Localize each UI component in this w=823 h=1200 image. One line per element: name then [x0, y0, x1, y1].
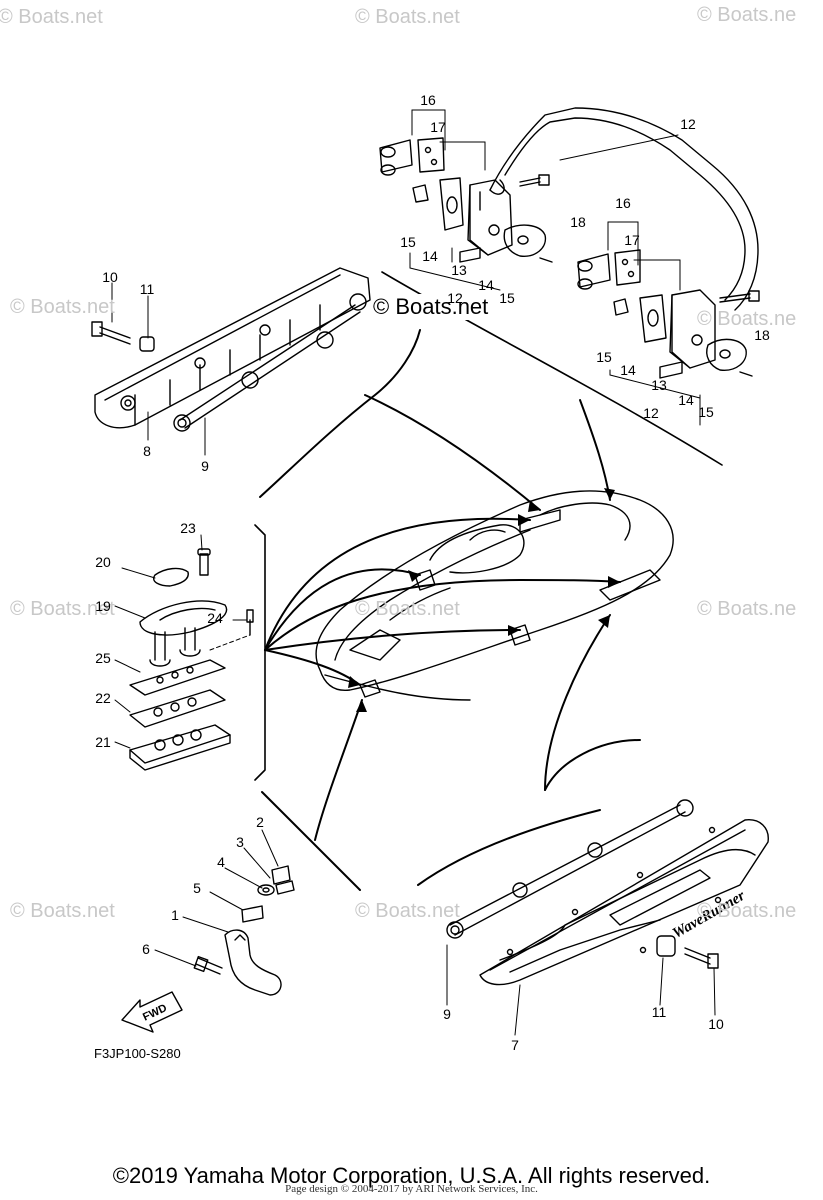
callout-9: 9 — [201, 458, 209, 474]
right-lower-rail — [446, 799, 769, 986]
callout-15: 15 — [698, 404, 714, 420]
callout-10: 10 — [708, 1016, 724, 1032]
callout-14: 14 — [620, 362, 636, 378]
callout-15: 15 — [400, 234, 416, 250]
watermark: © Boats.ne — [697, 308, 797, 330]
callout-10: 10 — [102, 269, 118, 285]
callout-14: 14 — [422, 248, 438, 264]
watermark: © Boats.ne — [697, 4, 797, 26]
watermark: © Boats.net — [355, 6, 460, 28]
reference-arrows — [259, 329, 641, 891]
callout-25: 25 — [95, 650, 111, 666]
callout-12: 12 — [447, 290, 463, 306]
callout-1: 1 — [171, 907, 179, 923]
callout-7: 7 — [511, 1037, 519, 1053]
callout-18: 18 — [754, 327, 770, 343]
bracket-line — [254, 524, 266, 781]
watermark: © Boats.net — [10, 296, 115, 318]
brand-watermark: © Boats.net — [371, 294, 491, 320]
watermark: © Boats.net — [0, 6, 103, 28]
callout-17: 17 — [430, 119, 446, 135]
fwd-arrow-icon — [121, 991, 183, 1033]
callout-12: 12 — [680, 116, 696, 132]
callout-15: 15 — [596, 349, 612, 365]
callout-11: 11 — [139, 281, 155, 297]
page-design-notice: Page design © 2004-2017 by ARI Network S… — [285, 1183, 538, 1195]
callout-14: 14 — [478, 277, 494, 293]
callout-16: 16 — [420, 92, 436, 108]
callout-24: 24 — [207, 610, 223, 626]
callout-5: 5 — [193, 880, 201, 896]
watermark: © Boats.ne — [697, 900, 797, 922]
callout-15: 15 — [499, 290, 515, 306]
callout-21: 21 — [95, 734, 111, 750]
callout-12: 12 — [643, 405, 659, 421]
copyright-notice: ©2019 Yamaha Motor Corporation, U.S.A. A… — [112, 1163, 711, 1188]
callout-11: 11 — [651, 1004, 667, 1020]
watermark: © Boats.net — [10, 900, 115, 922]
watermark: © Boats.net — [10, 598, 115, 620]
callout-19: 19 — [95, 598, 111, 614]
cleat-assembly — [129, 548, 254, 771]
callout-14: 14 — [678, 392, 694, 408]
part-code: F3JP100-S280 — [94, 1046, 181, 1061]
callout-9: 9 — [443, 1006, 451, 1022]
callout-18: 18 — [570, 214, 586, 230]
tow-hook-assembly — [193, 865, 295, 996]
watermark: © Boats.net — [355, 900, 460, 922]
callout-20: 20 — [95, 554, 111, 570]
callout-2: 2 — [256, 814, 264, 830]
callout-17: 17 — [624, 232, 640, 248]
callout-16: 16 — [615, 195, 631, 211]
top-leader-lines — [409, 109, 701, 426]
watermark: © Boats.ne — [697, 598, 797, 620]
left-upper-rail — [91, 267, 371, 432]
callout-13: 13 — [651, 377, 667, 393]
callout-22: 22 — [95, 690, 111, 706]
callout-8: 8 — [143, 443, 151, 459]
watermark: © Boats.net — [355, 598, 460, 620]
arrowheads — [348, 488, 620, 712]
fwd-label: FWD — [141, 1002, 169, 1023]
callout-3: 3 — [236, 834, 244, 850]
callout-6: 6 — [142, 941, 150, 957]
callout-13: 13 — [451, 262, 467, 278]
grab-handle-assembly — [379, 107, 760, 379]
callout-4: 4 — [217, 854, 225, 870]
callout-23: 23 — [180, 520, 196, 536]
